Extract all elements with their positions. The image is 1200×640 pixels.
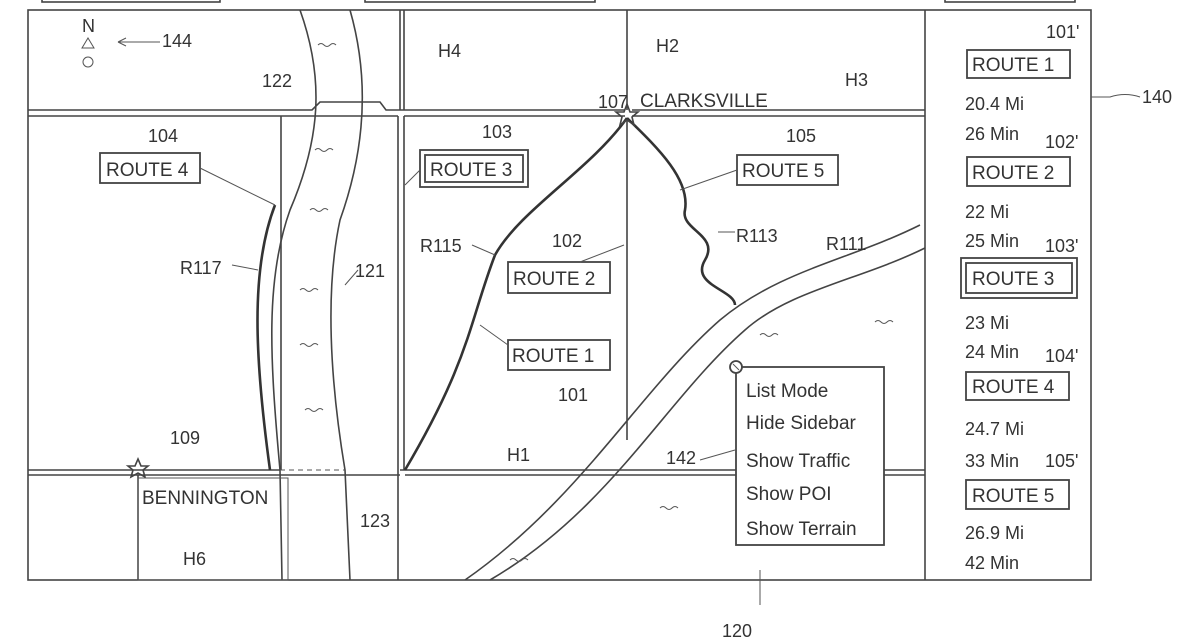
top-box-left <box>41 0 221 3</box>
svg-text:20.4 Mi: 20.4 Mi <box>965 94 1024 114</box>
road-label: R111 <box>826 234 866 254</box>
svg-text:ROUTE 1: ROUTE 1 <box>512 346 594 367</box>
route-label-3[interactable]: ROUTE 3 103 <box>419 122 529 188</box>
svg-text:25 Min: 25 Min <box>965 231 1019 251</box>
top-box-right <box>944 0 1076 3</box>
svg-text:ROUTE 2: ROUTE 2 <box>972 163 1054 184</box>
svg-text:ROUTE 4: ROUTE 4 <box>106 160 189 181</box>
road-label: H4 <box>438 41 461 61</box>
sidebar-route-1[interactable]: ROUTE 1 101' 20.4 Mi 26 Min <box>965 22 1079 144</box>
svg-text:ROUTE 4: ROUTE 4 <box>972 377 1055 398</box>
svg-text:102': 102' <box>1045 132 1078 152</box>
svg-text:104: 104 <box>148 126 178 146</box>
svg-text:105: 105 <box>786 126 816 146</box>
ref-label: 123 <box>360 511 390 531</box>
route-label-1[interactable]: ROUTE 1 101 <box>507 339 611 405</box>
menu-item-list-mode[interactable]: List Mode <box>746 381 828 402</box>
ref-label: 144 <box>162 31 192 51</box>
svg-text:101': 101' <box>1046 22 1079 42</box>
road-label: R115 <box>420 236 462 256</box>
svg-text:ROUTE 5: ROUTE 5 <box>972 486 1054 507</box>
road-h4 <box>397 10 405 580</box>
arrow-icon <box>117 37 160 47</box>
svg-text:ROUTE 1: ROUTE 1 <box>972 55 1054 76</box>
road-h3 <box>28 101 925 111</box>
route-r115[interactable] <box>403 117 629 471</box>
road-label: H1 <box>507 445 530 465</box>
svg-text:ROUTE 3: ROUTE 3 <box>972 269 1054 290</box>
svg-text:103: 103 <box>482 122 512 142</box>
sidebar-route-4[interactable]: ROUTE 4 104' 24.7 Mi 33 Min <box>965 346 1078 471</box>
road-r111-b <box>489 247 926 581</box>
city-label: CLARKSVILLE <box>640 91 768 112</box>
road-label: H6 <box>183 549 206 569</box>
sidebar-route-3[interactable]: ROUTE 3 103' 23 Mi 24 Min <box>960 236 1078 362</box>
svg-text:26 Min: 26 Min <box>965 124 1019 144</box>
route-label-2[interactable]: ROUTE 2 102 <box>507 231 611 294</box>
svg-text:33 Min: 33 Min <box>965 451 1019 471</box>
compass-circle-icon[interactable] <box>82 56 94 68</box>
svg-text:24.7 Mi: 24.7 Mi <box>965 419 1024 439</box>
svg-text:24 Min: 24 Min <box>965 342 1019 362</box>
svg-text:ROUTE 2: ROUTE 2 <box>513 269 595 290</box>
ref-label: 122 <box>262 71 292 91</box>
leader-lines <box>199 167 761 605</box>
route-sidebar: 140 ROUTE 1 101' 20.4 Mi 26 Min ROUTE 2 … <box>960 22 1172 573</box>
route-r117[interactable] <box>256 204 277 471</box>
svg-text:ROUTE 5: ROUTE 5 <box>742 161 824 182</box>
svg-text:42 Min: 42 Min <box>965 553 1019 573</box>
svg-text:ROUTE 3: ROUTE 3 <box>430 160 512 181</box>
menu-item-show-poi[interactable]: Show POI <box>746 484 832 505</box>
svg-text:105': 105' <box>1045 451 1078 471</box>
top-box-center <box>364 0 596 3</box>
ref-label: 121 <box>355 261 385 281</box>
svg-text:102: 102 <box>552 231 582 251</box>
road-label: R117 <box>180 258 222 278</box>
svg-text:104': 104' <box>1045 346 1078 366</box>
display-frame <box>27 9 1092 581</box>
road-label: H3 <box>845 70 868 90</box>
svg-text:23 Mi: 23 Mi <box>965 313 1009 333</box>
sidebar-route-2[interactable]: ROUTE 2 102' 22 Mi 25 Min <box>965 132 1078 251</box>
ref-label: 107 <box>598 92 628 112</box>
ref-label: 142 <box>666 448 696 468</box>
route-r113[interactable] <box>626 117 737 306</box>
route-label-5[interactable]: ROUTE 5 105 <box>736 126 839 186</box>
svg-text:101: 101 <box>558 385 588 405</box>
road-label: R113 <box>736 226 778 246</box>
svg-text:26.9 Mi: 26.9 Mi <box>965 523 1024 543</box>
ref-label: 140 <box>1142 87 1172 107</box>
options-menu[interactable]: 142 List Mode Hide Sidebar Show Traffic … <box>666 360 885 546</box>
svg-text:103': 103' <box>1045 236 1078 256</box>
road-label: H2 <box>656 36 679 56</box>
road-r111-a <box>464 224 921 581</box>
ref-label: 109 <box>170 428 200 448</box>
city-star-icon[interactable] <box>613 101 641 127</box>
city-star-icon[interactable] <box>125 456 151 479</box>
river-bank-left <box>271 9 317 581</box>
menu-item-hide-sidebar[interactable]: Hide Sidebar <box>746 413 857 434</box>
ref-label: 120 <box>722 621 752 640</box>
menu-item-show-traffic[interactable]: Show Traffic <box>746 451 850 472</box>
compass-north: N <box>82 16 95 36</box>
sidebar-route-5[interactable]: ROUTE 5 105' 26.9 Mi 42 Min <box>965 451 1078 573</box>
menu-item-show-terrain[interactable]: Show Terrain <box>746 519 857 540</box>
river-bank-right <box>330 9 364 581</box>
svg-text:22 Mi: 22 Mi <box>965 202 1009 222</box>
route-label-4[interactable]: ROUTE 4 104 <box>99 126 201 184</box>
bennington-block <box>137 477 289 581</box>
compass-triangle-icon[interactable] <box>81 37 95 49</box>
city-label: BENNINGTON <box>142 488 268 509</box>
water-marks <box>299 43 894 562</box>
